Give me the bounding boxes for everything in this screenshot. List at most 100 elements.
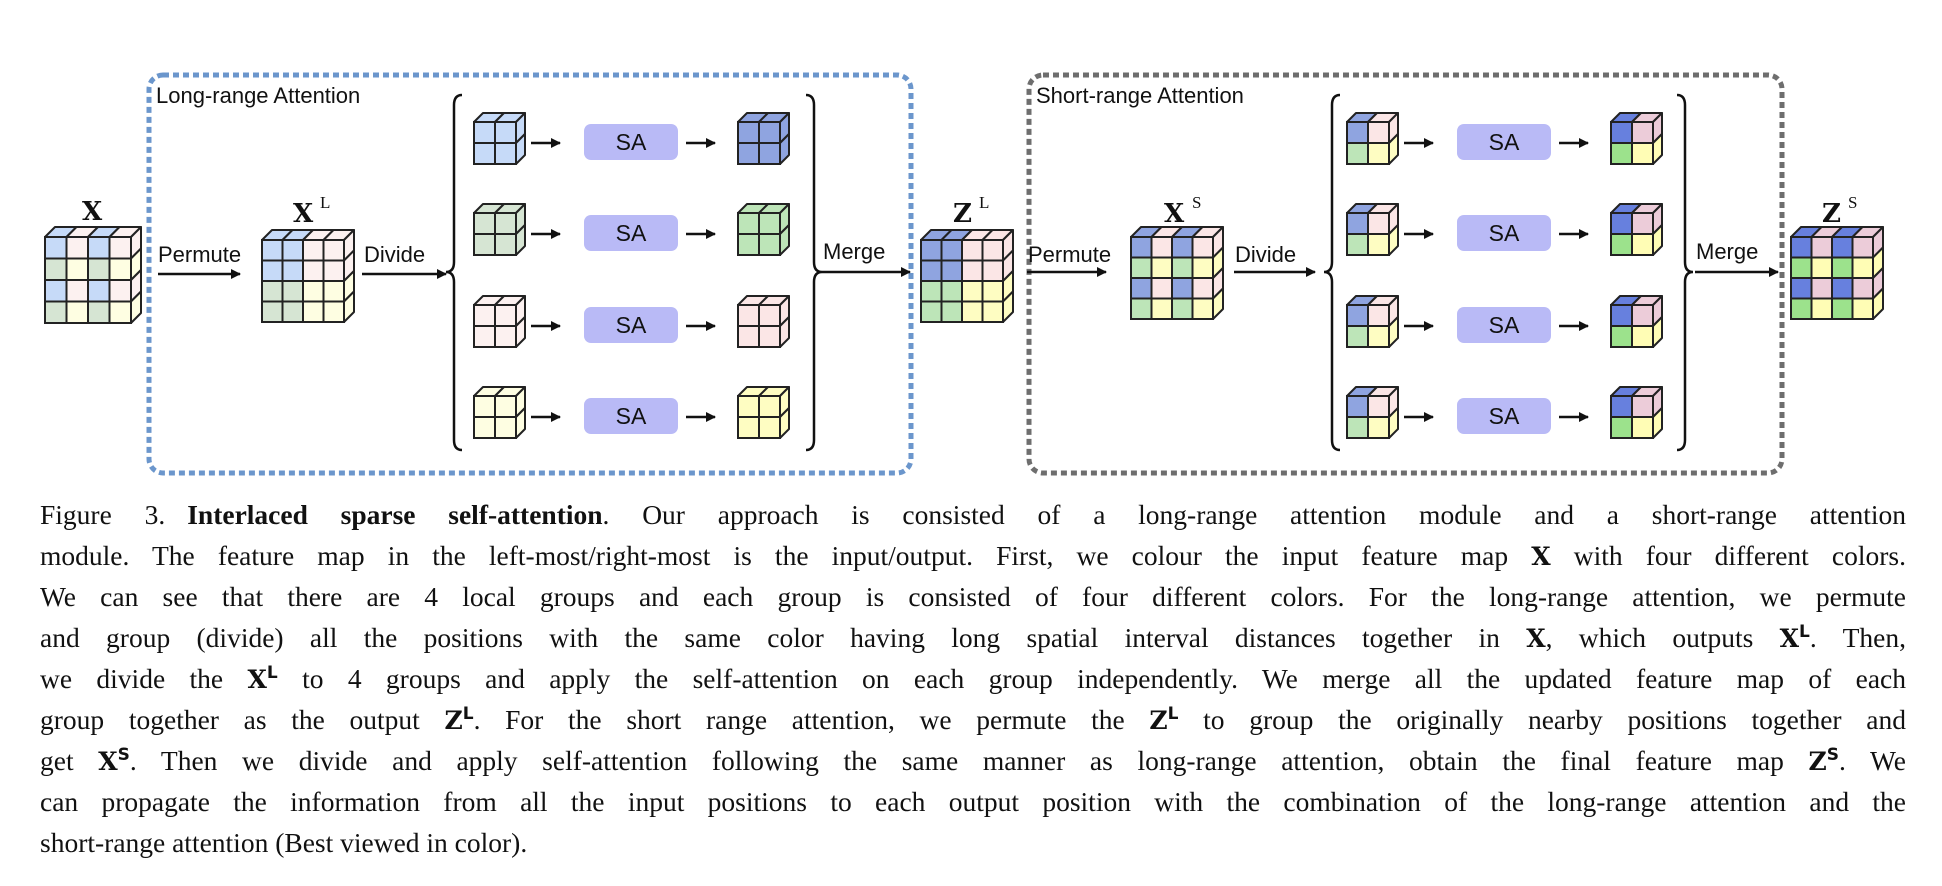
cube-cell	[961, 259, 984, 282]
label-x: X	[82, 197, 103, 227]
cube-cell	[1810, 236, 1833, 259]
svg-text:S: S	[1848, 193, 1857, 212]
caption-line: can propagate the information from all t…	[40, 786, 1906, 817]
sr-merge-label: Merge	[1696, 239, 1758, 264]
cube-cell	[473, 304, 496, 327]
math-superscript: L	[1799, 622, 1810, 642]
caption-line: Figure 3.Interlaced sparse self-attentio…	[40, 499, 1906, 530]
figure-title: Interlaced sparse self-attention	[187, 499, 603, 530]
sa-label: SA	[1489, 312, 1520, 338]
sa-block: SA	[584, 215, 678, 251]
intermediate-feature-map-zl	[920, 229, 1014, 323]
cube-cell	[1610, 325, 1633, 348]
math-superscript: S	[1826, 745, 1840, 765]
caption-line: module. The feature map in the left-most…	[40, 540, 1906, 571]
cube-cell	[758, 395, 781, 418]
cube-cell	[940, 259, 963, 282]
cube-cell	[494, 233, 517, 256]
cube-cell	[87, 300, 111, 324]
cube-cell	[261, 259, 284, 282]
cube-cell	[737, 304, 760, 327]
input-feature-map-x	[44, 226, 142, 324]
cube-cell	[87, 236, 111, 260]
math-superscript: L	[1167, 704, 1179, 724]
cube-cell	[494, 212, 517, 235]
isa-diagram: Long-range Attention Short-range Attenti…	[44, 72, 1884, 476]
math-symbol: X	[1526, 624, 1546, 653]
cube-cell	[1367, 416, 1390, 439]
output-feature-map-zs	[1790, 226, 1884, 320]
cube-cell	[758, 325, 781, 348]
cube-cell	[494, 416, 517, 439]
cube-cell	[758, 121, 781, 144]
cube-cell	[494, 304, 517, 327]
cube-cell	[1191, 277, 1214, 300]
cube-cell	[1367, 233, 1390, 256]
cube-cell	[1367, 121, 1390, 144]
cube-cell	[1346, 212, 1369, 235]
svg-text:X: X	[293, 199, 314, 229]
cube-cell	[1610, 233, 1633, 256]
sr-left-brace	[1323, 93, 1341, 452]
short-range-module-border	[1026, 72, 1785, 476]
cube-cell	[758, 212, 781, 235]
caption-line: and group (divide) all the positions wit…	[40, 622, 1906, 653]
cube-cell	[302, 280, 325, 303]
sa-box	[1457, 398, 1551, 434]
math-symbol: X	[1531, 542, 1551, 571]
cube-cell	[1191, 256, 1214, 279]
caption-line: get XS. Then we divide and apply self-at…	[40, 745, 1906, 776]
cube-cell	[1610, 121, 1633, 144]
attention-group-row: SA	[1346, 112, 1663, 165]
cube-cell	[758, 416, 781, 439]
cube-cell	[1367, 304, 1390, 327]
cube-cell	[281, 259, 304, 282]
cube-cell	[981, 280, 1004, 303]
svg-text:X: X	[82, 197, 103, 227]
svg-text:L: L	[320, 193, 330, 212]
cube-cell	[920, 300, 943, 323]
math-superscript: S	[117, 745, 130, 765]
cube-cell	[1346, 395, 1369, 418]
cube-cell	[1631, 142, 1654, 165]
cube-cell	[737, 416, 760, 439]
svg-text:L: L	[979, 193, 989, 212]
cube-cell	[494, 121, 517, 144]
cube-cell	[1346, 233, 1369, 256]
cube-cell	[1171, 277, 1194, 300]
sa-label: SA	[616, 312, 647, 338]
sa-box	[584, 307, 678, 343]
sa-block: SA	[1457, 398, 1551, 434]
cube-cell	[1130, 236, 1153, 259]
sa-block: SA	[1457, 307, 1551, 343]
cube-cell	[961, 280, 984, 303]
cube-cell	[281, 239, 304, 262]
sa-box	[1457, 307, 1551, 343]
cube-cell	[1831, 236, 1854, 259]
cube-cell	[1831, 297, 1854, 320]
permuted-feature-map-xl	[261, 229, 355, 323]
cube-cell	[494, 142, 517, 165]
cube-cell	[44, 279, 68, 303]
math-superscript: L	[462, 704, 474, 724]
cube-cell	[1130, 277, 1153, 300]
cube-cell	[1790, 277, 1813, 300]
sa-box	[1457, 124, 1551, 160]
sa-label: SA	[616, 403, 647, 429]
cube-cell	[322, 280, 345, 303]
sa-label: SA	[616, 220, 647, 246]
svg-text:Z: Z	[953, 199, 972, 229]
cube-cell	[981, 239, 1004, 262]
cube-cell	[1851, 297, 1874, 320]
math-symbol: X	[1779, 624, 1800, 653]
cube-cell	[1790, 297, 1813, 320]
cube-cell	[737, 142, 760, 165]
cube-cell	[940, 300, 963, 323]
cube-cell	[981, 300, 1004, 323]
cube-cell	[87, 279, 111, 303]
sa-label: SA	[1489, 129, 1520, 155]
lr-divide-label: Divide	[364, 242, 425, 267]
sr-right-brace	[1676, 93, 1694, 452]
cube-cell	[108, 300, 132, 324]
